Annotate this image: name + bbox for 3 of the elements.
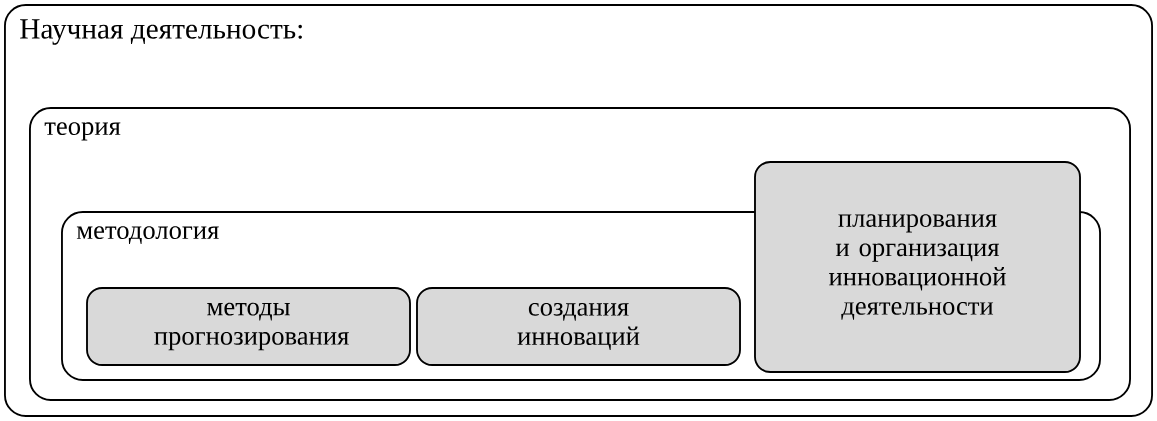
process-box: планирования и организация инновационной деятельности	[754, 161, 1081, 373]
process-box: методы прогнозирования	[86, 287, 411, 366]
process-box: создания инноваций	[416, 287, 741, 366]
